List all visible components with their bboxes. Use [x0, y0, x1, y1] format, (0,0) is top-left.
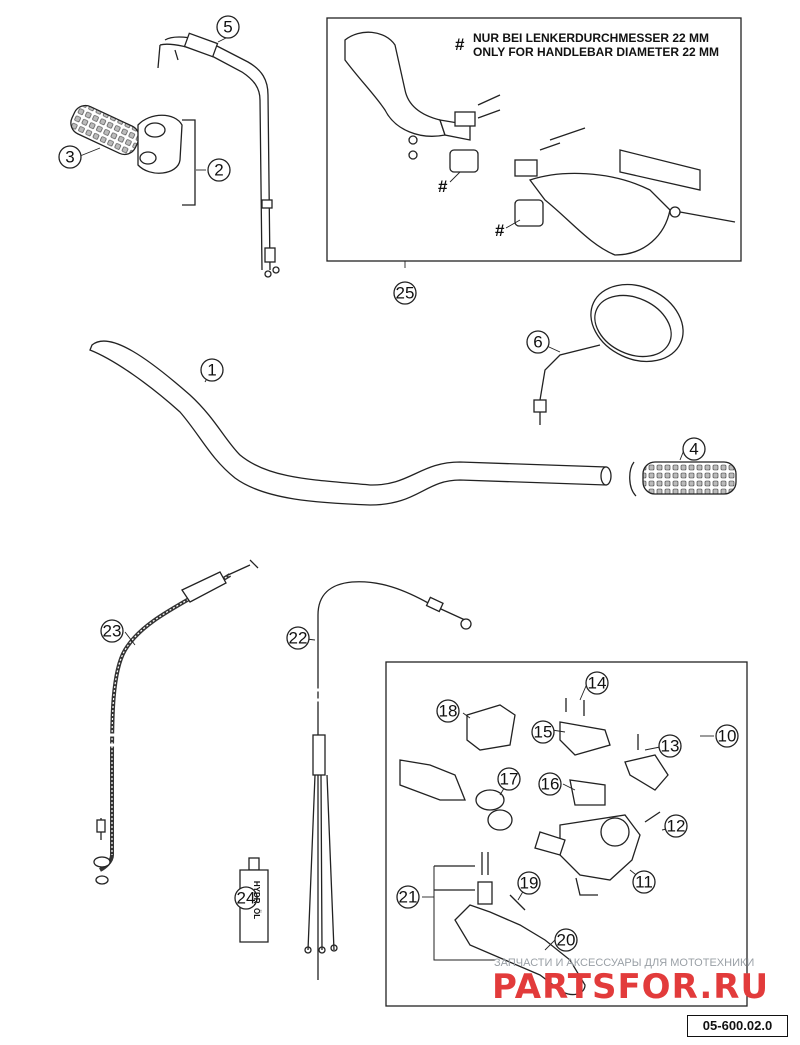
handguard-right	[514, 127, 736, 256]
hydraulic-line	[93, 559, 259, 885]
callout-11: 11	[635, 873, 653, 892]
callout-2: 2	[214, 161, 223, 180]
hash-marker-upper: #	[438, 177, 448, 196]
callout-4: 4	[689, 440, 698, 459]
callout-16: 16	[541, 775, 560, 794]
callout-12: 12	[667, 817, 686, 836]
note-marker: #	[455, 35, 465, 54]
callout-19: 19	[520, 874, 539, 893]
note-line-en: ONLY FOR HANDLEBAR DIAMETER 22 MM	[473, 45, 719, 59]
master-cylinder-box	[385, 661, 748, 1007]
handguard-left	[344, 31, 501, 160]
watermark-brand: PARTSFOR.RU	[492, 967, 769, 1007]
callout-14: 14	[588, 674, 607, 693]
callout-15: 15	[534, 723, 553, 742]
clamp-parts	[449, 149, 544, 227]
callout-17: 17	[500, 770, 519, 789]
callout-3: 3	[65, 148, 74, 167]
master-cylinder-parts	[399, 698, 669, 996]
throttle-grip-assembly	[70, 104, 196, 206]
callout-6: 6	[533, 333, 542, 352]
oil-bottle-label: HYDR. ÖL	[252, 881, 261, 919]
callout-5: 5	[223, 18, 232, 37]
callout-20: 20	[557, 931, 576, 950]
callout-circles	[58, 15, 739, 952]
hash-marker-lower: #	[495, 221, 505, 240]
note-line-de: NUR BEI LENKERDURCHMESSER 22 MM	[473, 31, 709, 45]
callout-18: 18	[439, 702, 458, 721]
callout-25: 25	[396, 284, 415, 303]
callout-13: 13	[661, 737, 680, 756]
callout-21: 21	[399, 888, 418, 907]
callout-24: 24	[237, 889, 256, 908]
left-grip	[629, 461, 737, 497]
handguard-kit-box	[326, 17, 742, 262]
drawing-code-label: 05-600.02.0	[687, 1015, 788, 1037]
callout-23: 23	[103, 622, 122, 641]
handlebar	[89, 340, 612, 506]
mirror	[533, 283, 684, 425]
cable-22	[304, 581, 472, 980]
callout-22: 22	[289, 629, 308, 648]
callout-1: 1	[207, 361, 216, 380]
throttle-cables	[157, 32, 280, 278]
watermark-tagline: ЗАПЧАСТИ И АКСЕССУАРЫ ДЛЯ МОТОТЕХНИКИ	[494, 957, 754, 969]
callout-10: 10	[718, 727, 737, 746]
